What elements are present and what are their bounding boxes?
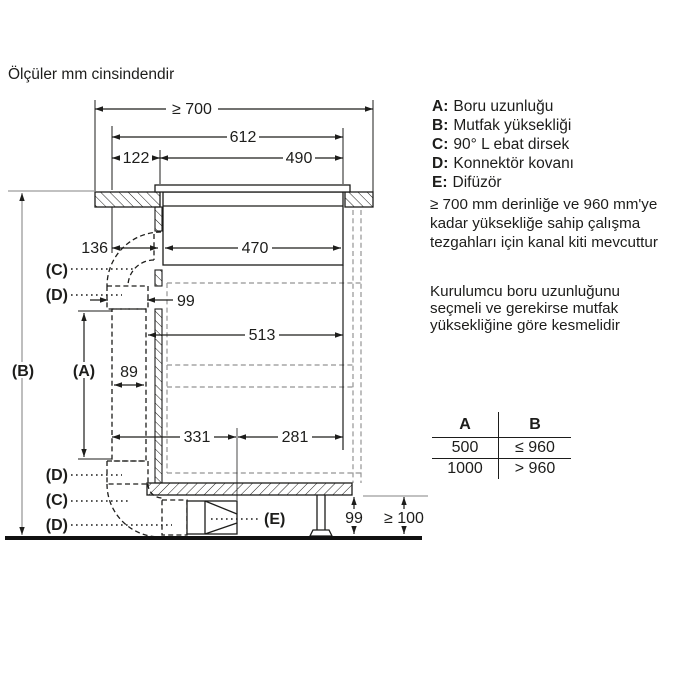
cabinet-dashed-structure bbox=[166, 210, 362, 483]
diffuser bbox=[186, 500, 238, 535]
dim-plinth-duct: 99 bbox=[345, 510, 363, 527]
cabinet-solid-structure bbox=[146, 265, 353, 500]
note-line: Kurulumcu boru uzunluğunu bbox=[430, 283, 620, 300]
legend-item-c: C:90° L ebat dirsek bbox=[432, 135, 574, 154]
legend-text: Konnektör kovanı bbox=[453, 155, 574, 172]
pipe-length-table: A B 500 ≤ 960 1000 > 960 bbox=[432, 412, 571, 479]
table-header-row: A B bbox=[432, 412, 571, 438]
note-installer: Kurulumcu boru uzunluğunu seçmeli ve ger… bbox=[430, 283, 620, 334]
dim-connector-width: 99 bbox=[177, 293, 195, 310]
parts-legend: A:Boru uzunluğu B:Mutfak yüksekliği C:90… bbox=[432, 97, 574, 192]
dimension-text-backers bbox=[7, 102, 426, 526]
legend-text: 90° L ebat dirsek bbox=[453, 136, 570, 153]
note-line: ≥ 700 mm derinliğe ve 960 mm'ye bbox=[430, 196, 658, 213]
table-cell: ≤ 960 bbox=[498, 437, 571, 459]
table-cell: > 960 bbox=[514, 460, 556, 477]
label-leaders bbox=[71, 268, 259, 526]
legend-item-a: A:Boru uzunluğu bbox=[432, 97, 574, 116]
legend-key: E: bbox=[432, 174, 448, 191]
legend-text: Mutfak yüksekliği bbox=[453, 117, 572, 134]
dimension-arrowheads bbox=[19, 106, 407, 535]
label-elbow-top: (C) bbox=[46, 262, 68, 279]
table-row: 500 ≤ 960 bbox=[432, 437, 571, 459]
elbow-top-outer bbox=[106, 231, 162, 287]
duct-pipe bbox=[111, 308, 147, 462]
label-kitchen-height: (B) bbox=[12, 363, 34, 380]
countertop-right bbox=[344, 191, 374, 208]
cabinet-side-wall-upper bbox=[154, 269, 163, 287]
note-line: tezgahları için kanal kiti mevcuttur bbox=[430, 234, 658, 251]
dim-hob-width: 470 bbox=[242, 240, 269, 257]
dim-cabinet-width: 513 bbox=[249, 327, 276, 344]
duct-assembly bbox=[106, 231, 238, 538]
note-duct-kit: ≥ 700 mm derinliğe ve 960 mm'ye kadar yü… bbox=[430, 195, 658, 252]
elbow-top-inner bbox=[127, 259, 155, 287]
table-header-a: A bbox=[432, 412, 499, 438]
countertop-left bbox=[94, 191, 161, 208]
dim-depth-min: ≥ 700 bbox=[172, 101, 212, 118]
dim-width-total: 612 bbox=[230, 129, 257, 146]
legend-text: Difüzör bbox=[452, 174, 502, 191]
cabinet-bottom-panel bbox=[146, 482, 353, 496]
elbow-bottom-inner bbox=[147, 483, 163, 499]
countertop-section bbox=[94, 184, 374, 266]
elbow-bottom-outer bbox=[106, 483, 161, 538]
table-header-b: B bbox=[498, 412, 571, 438]
dim-right-span: 281 bbox=[282, 429, 309, 446]
plinth-and-floor bbox=[5, 495, 428, 540]
legend-key: D: bbox=[432, 155, 449, 172]
floor-line bbox=[5, 536, 422, 540]
legend-key: B: bbox=[432, 117, 449, 134]
dim-clearance-left: 136 bbox=[81, 240, 108, 257]
legend-item-d: D:Konnektör kovanı bbox=[432, 154, 574, 173]
dim-plinth-min: ≥ 100 bbox=[384, 510, 424, 527]
legend-text: Boru uzunluğu bbox=[453, 98, 554, 115]
legend-item-b: B:Mutfak yüksekliği bbox=[432, 116, 574, 135]
adjustable-foot bbox=[308, 495, 334, 537]
table-cell: 500 bbox=[432, 437, 499, 459]
note-line: yüksekliğine göre kesmelidir bbox=[430, 317, 620, 334]
dimension-lines bbox=[21, 108, 405, 535]
legend-key: A: bbox=[432, 98, 449, 115]
table-cell: 1000 bbox=[432, 458, 499, 479]
part-labels: (A) (B) (C) (D) (D) (C) (D) (E) bbox=[12, 262, 285, 534]
dim-width-right: 490 bbox=[286, 150, 313, 167]
note-line: kadar yüksekliğe sahip çalışma bbox=[430, 215, 641, 232]
label-pipe-length: (A) bbox=[73, 363, 95, 380]
connector-top bbox=[106, 285, 149, 310]
label-elbow-bottom: (C) bbox=[46, 492, 68, 509]
hob-outlet-stub bbox=[154, 206, 163, 232]
page-title: Ölçüler mm cinsindendir bbox=[8, 66, 175, 83]
table-row: 1000 > 960 bbox=[432, 458, 571, 479]
dim-duct-width: 89 bbox=[120, 364, 138, 381]
extension-lines bbox=[8, 100, 374, 460]
hob-glass bbox=[154, 184, 351, 193]
note-line: seçmeli ve gerekirse mutfak bbox=[430, 300, 619, 317]
connector-bottom bbox=[106, 460, 149, 485]
label-connector-top: (D) bbox=[46, 287, 68, 304]
label-connector-bottom: (D) bbox=[46, 467, 68, 484]
legend-key: C: bbox=[432, 136, 449, 153]
connector-outlet bbox=[161, 499, 188, 536]
legend-item-e: E:Difüzör bbox=[432, 173, 574, 192]
label-diffuser: (E) bbox=[264, 511, 285, 528]
dimension-texts: ≥ 700 612 122 490 136 470 99 513 89 331 … bbox=[81, 101, 424, 527]
dim-offset-left: 122 bbox=[123, 150, 150, 167]
dim-left-span: 331 bbox=[184, 429, 211, 446]
label-connector-outlet: (D) bbox=[46, 517, 68, 534]
